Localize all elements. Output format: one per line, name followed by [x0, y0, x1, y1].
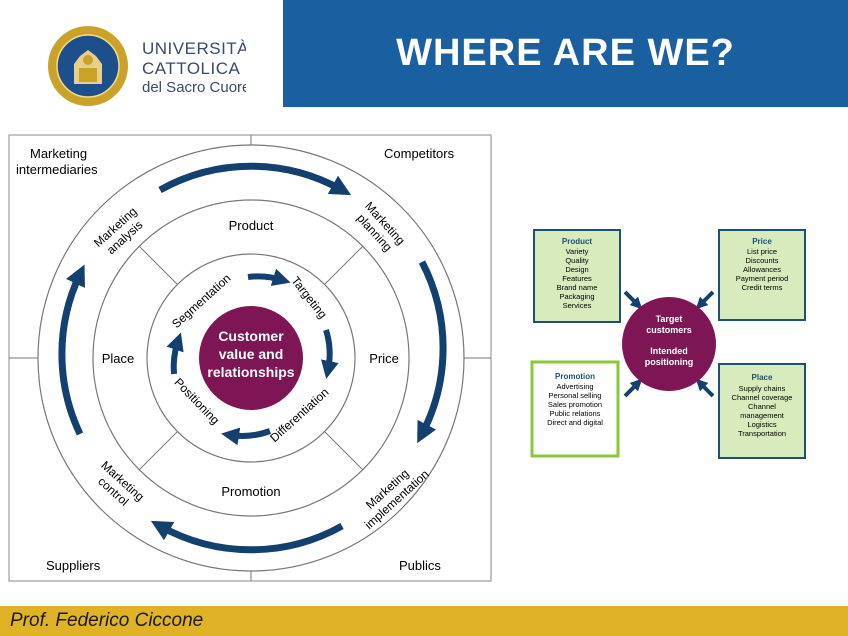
place-box-title: Place: [752, 373, 773, 382]
arrow-analysis-to-planning: [158, 162, 352, 196]
mix-divider-ne2: [324, 431, 364, 471]
place-item: Transportation: [738, 429, 786, 438]
price-item: Credit terms: [742, 283, 783, 292]
title-banner: WHERE ARE WE?: [283, 0, 848, 107]
center-line2: customers: [646, 325, 692, 335]
arrow-planning-to-implementation: [417, 260, 447, 444]
marketing-process-diagram: Customer value and relationships Marketi…: [8, 134, 492, 582]
arrow-place-to-center: [695, 378, 715, 398]
label-suppliers: Suppliers: [46, 558, 101, 573]
university-name-line2: CATTOLICA: [142, 59, 240, 78]
promotion-item: Advertising: [556, 382, 593, 391]
product-item: Design: [565, 265, 588, 274]
product-box-title: Product: [562, 237, 593, 246]
product-item: Brand name: [557, 283, 598, 292]
place-box: [718, 363, 806, 459]
price-item: Discounts: [746, 256, 779, 265]
slide-title: WHERE ARE WE?: [396, 32, 735, 74]
center-label-line1: Customer: [218, 328, 284, 344]
center-label-line2: value and: [219, 346, 284, 362]
arrow-implementation-to-control: [150, 520, 344, 554]
label-product: Product: [229, 218, 274, 233]
price-item: Allowances: [743, 265, 781, 274]
university-seal-icon: [48, 26, 128, 106]
price-item: List price: [747, 247, 777, 256]
label-competitors: Competitors: [384, 146, 455, 161]
label-marketing-intermediaries-line2: intermediaries: [16, 162, 98, 177]
place-item: management: [740, 411, 785, 420]
arrow-promotion-to-center: [623, 378, 643, 398]
center-line3: Intended: [650, 346, 688, 356]
label-promotion: Promotion: [221, 484, 280, 499]
mix-divider-nw: [138, 245, 178, 285]
mix-divider-sw: [138, 431, 178, 471]
arrow-differentiation-to-positioning: [221, 427, 272, 446]
arrow-segmentation-to-targeting: [247, 268, 291, 286]
place-item: Logistics: [747, 420, 776, 429]
label-marketing-intermediaries-line1: Marketing: [30, 146, 87, 161]
arrow-positioning-to-segmentation: [166, 332, 184, 375]
promotion-box: [530, 360, 620, 458]
mix-divider-ne: [324, 245, 364, 285]
product-box: [533, 229, 621, 323]
place-item: Channel coverage: [732, 393, 793, 402]
arrow-price-to-center: [695, 290, 715, 310]
price-box-title: Price: [752, 237, 772, 246]
footer-bar: Prof. Federico Ciccone: [0, 606, 848, 636]
center-label-line3: relationships: [207, 364, 294, 380]
promotion-item: Sales promotion: [548, 400, 602, 409]
university-name-line3: del Sacro Cuore: [142, 79, 246, 96]
arrow-targeting-to-differentiation: [320, 329, 339, 379]
center-circle: [199, 306, 303, 410]
university-name-line1: UNIVERSITÀ: [142, 39, 246, 58]
label-price: Price: [369, 351, 399, 366]
product-item: Features: [562, 274, 592, 283]
promotion-item: Public relations: [550, 409, 601, 418]
product-item: Variety: [566, 247, 589, 256]
product-item: Quality: [565, 256, 589, 265]
place-item: Channel: [748, 402, 776, 411]
arrow-product-to-center: [623, 290, 643, 310]
center-line4: positioning: [645, 357, 694, 367]
promotion-box-title: Promotion: [555, 372, 595, 381]
label-publics: Publics: [399, 558, 441, 573]
author-name: Prof. Federico Ciccone: [10, 610, 204, 631]
arrow-control-to-analysis: [58, 264, 85, 436]
price-item: Payment period: [736, 274, 789, 283]
university-logo: UNIVERSITÀ CATTOLICA del Sacro Cuore: [46, 24, 250, 108]
marketing-mix-diagram: Product Variety Quality Design Features …: [527, 226, 811, 464]
promotion-item: Direct and digital: [547, 418, 603, 427]
product-item: Services: [563, 301, 592, 310]
product-item: Packaging: [559, 292, 594, 301]
promotion-item: Personal selling: [549, 391, 602, 400]
label-place: Place: [102, 351, 135, 366]
center-line1: Target: [656, 314, 683, 324]
place-item: Supply chains: [739, 384, 786, 393]
price-box: [718, 229, 806, 321]
target-customers-circle: [622, 297, 716, 391]
